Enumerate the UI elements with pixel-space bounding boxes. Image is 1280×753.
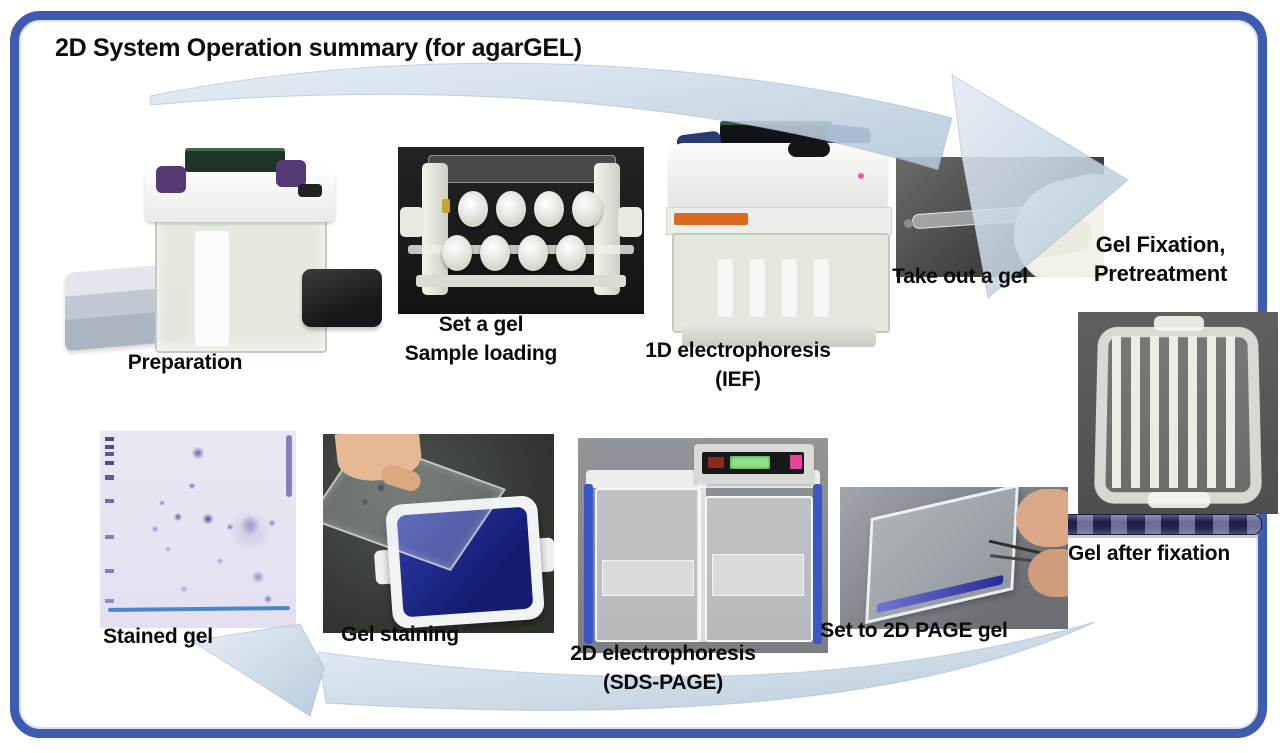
tray-tab-top	[1154, 316, 1204, 331]
gel-tube	[718, 259, 733, 317]
gel-tube	[782, 259, 797, 317]
electrode-cap-left	[156, 166, 186, 193]
gold-screw-left	[442, 199, 450, 213]
caption-line: 2D electrophoresis	[570, 642, 756, 665]
sample-well	[556, 235, 586, 271]
electrode-cap-right	[276, 160, 306, 187]
rack-tab-left	[400, 207, 424, 237]
indicator-dot	[858, 173, 864, 179]
buffer-tank	[155, 211, 327, 353]
caption-gel-fixation: Gel Fixation, Pretreatment	[1068, 230, 1253, 288]
sample-well	[458, 191, 488, 227]
device-base	[682, 325, 876, 347]
sample-well	[572, 191, 602, 227]
caption-line: Gel Fixation,	[1095, 232, 1226, 257]
caption-line: Sample loading	[404, 342, 558, 365]
2d-electrophoresis-photo	[578, 438, 828, 653]
sample-well	[480, 235, 510, 271]
caption-preparation: Preparation	[127, 351, 243, 374]
center-divider	[697, 484, 706, 642]
gel-fixation-photo	[1078, 312, 1278, 514]
gel-staining-photo	[323, 434, 554, 633]
gel-strip-in-plate	[876, 574, 1004, 614]
page-title: 2D System Operation summary (for agarGEL…	[55, 34, 582, 62]
set-a-gel-photo	[398, 147, 644, 314]
rack-base	[416, 275, 626, 287]
set-to-2d-page-gel-photo	[840, 487, 1068, 629]
blue-rail-right	[813, 484, 822, 644]
caption-gel-staining: Gel staining	[341, 623, 459, 646]
power-adapter	[302, 269, 382, 327]
caption-1d-electrophoresis: 1D electrophoresis (IEF)	[618, 336, 858, 394]
rack-post-left	[422, 163, 448, 295]
caption-line: (IEF)	[715, 368, 761, 391]
inner-plate-right	[712, 554, 804, 596]
caption-line: Set a gel	[438, 313, 524, 336]
gel-tip	[904, 219, 913, 228]
tank-inner-strip	[195, 231, 229, 346]
sample-well	[442, 235, 472, 271]
caption-set-a-gel: Set a gel Sample loading	[360, 310, 602, 368]
finger	[1028, 549, 1068, 597]
gel-tube	[750, 259, 765, 317]
caption-2d-electrophoresis: 2D electrophoresis (SDS-PAGE)	[528, 639, 798, 697]
dye-front-line	[107, 606, 291, 612]
gel-edge-streak	[286, 435, 292, 497]
green-display	[730, 456, 770, 469]
sample-well	[518, 235, 548, 271]
tray-tab-bottom	[1148, 492, 1210, 508]
inner-plate-left	[602, 560, 694, 596]
sample-well	[534, 191, 564, 227]
rack-top-bar	[428, 155, 616, 183]
caption-line: 1D electrophoresis	[645, 339, 831, 362]
caption-line: Pretreatment	[1093, 261, 1228, 286]
stained-gel-photo	[100, 431, 296, 628]
fixed-gel-strip-photo	[1042, 514, 1262, 535]
fixation-rack-bars	[1112, 336, 1244, 488]
rack-post-right	[594, 163, 620, 295]
rack-tab-right	[618, 207, 642, 237]
caption-set-to-2d-page-gel: Set to 2D PAGE gel	[820, 619, 1008, 642]
device-button	[298, 184, 322, 197]
gel-chamber-left	[595, 488, 701, 642]
device-display	[185, 148, 285, 172]
finger	[1016, 489, 1068, 547]
device-lid	[668, 143, 888, 207]
red-indicator	[708, 457, 724, 468]
blue-rail-left	[584, 484, 593, 644]
caption-gel-after-fixation: Gel after fixation	[1067, 542, 1231, 565]
marker-lane-bands	[105, 437, 114, 619]
caption-stained-gel: Stained gel	[103, 625, 213, 648]
gel-tube	[814, 259, 829, 317]
orange-label	[674, 213, 748, 225]
1d-electrophoresis-photo	[662, 119, 895, 351]
caption-take-out-a-gel: Take out a gel	[892, 265, 1028, 288]
pink-button	[790, 455, 802, 469]
preparation-photo	[60, 136, 382, 356]
lid-button	[788, 141, 830, 157]
sample-well	[496, 191, 526, 227]
caption-line: (SDS-PAGE)	[602, 671, 724, 694]
buffer-tank	[672, 233, 890, 333]
